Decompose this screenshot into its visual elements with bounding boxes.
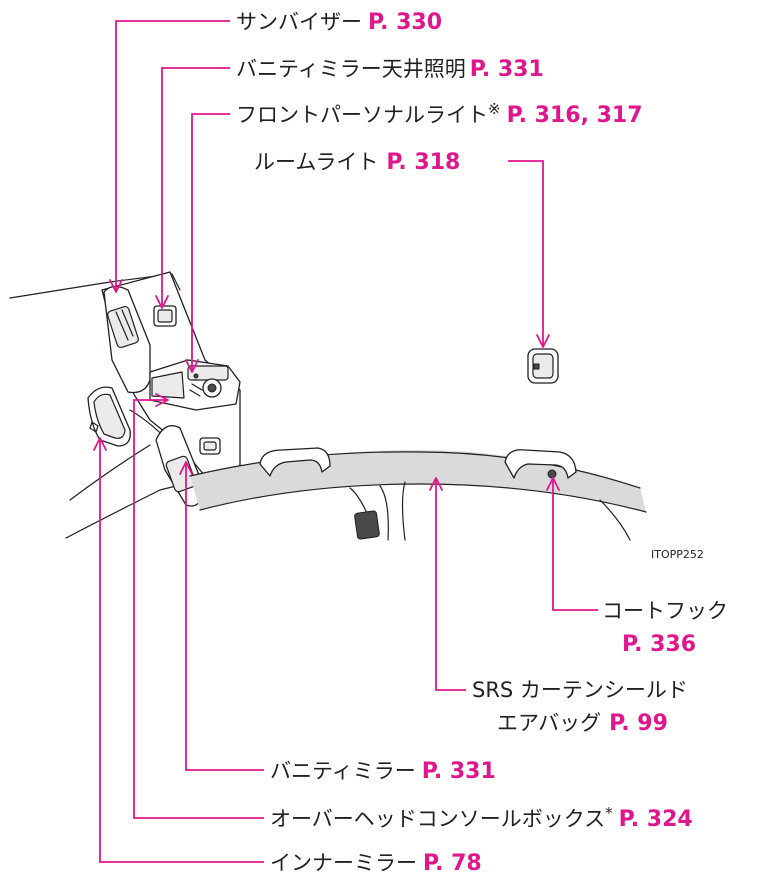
figure-code: ITOPP252 [651,548,704,561]
vanity-light-page[interactable]: P. 331 [470,57,544,82]
sun-visor-page[interactable]: P. 330 [368,10,442,35]
callout-srs-airbag: エアバッグ P. 99 [497,711,668,736]
overhead-console-page[interactable]: P. 324 [619,807,693,832]
front-personal-light-mark: ※ [488,100,501,118]
inner-mirror-label: インナーミラー [270,851,417,875]
callout-overhead-console: オーバーヘッドコンソールボックス* P. 324 [270,804,693,832]
room-light-page[interactable]: P. 318 [386,150,460,175]
sun-visor-label: サンバイザー [236,10,362,34]
overhead-console-label: オーバーヘッドコンソールボックス [270,807,605,831]
coat-hook-page[interactable]: P. 336 [622,632,696,657]
interior-illustration [9,271,647,541]
vanity-mirror-page[interactable]: P. 331 [422,759,496,784]
front-personal-light-label: フロントパーソナルライト [236,103,488,127]
overhead-console-mark: * [605,804,613,822]
grab-handle-right [504,449,577,479]
srs-airbag-page[interactable]: P. 99 [609,711,668,736]
srs-airbag-label-line2: エアバッグ [497,711,601,735]
inner-mirror-page[interactable]: P. 78 [423,851,482,875]
coat-hook-label: コートフック [602,599,728,623]
front-personal-light-page[interactable]: P. 316, 317 [507,103,643,128]
grab-handle-left [259,447,331,477]
vanity-light-label: バニティミラー天井照明 [236,57,466,81]
vanity-mirror-label: バニティミラー [270,759,416,783]
callout-room-light: ルームライト P. 318 [254,150,460,175]
srs-airbag-label-line1: SRS カーテンシールド [472,678,688,702]
room-light-label: ルームライト [254,150,378,174]
callout-front-personal-light: フロントパーソナルライト※ P. 316, 317 [236,100,643,128]
leader-lines [93,20,598,863]
